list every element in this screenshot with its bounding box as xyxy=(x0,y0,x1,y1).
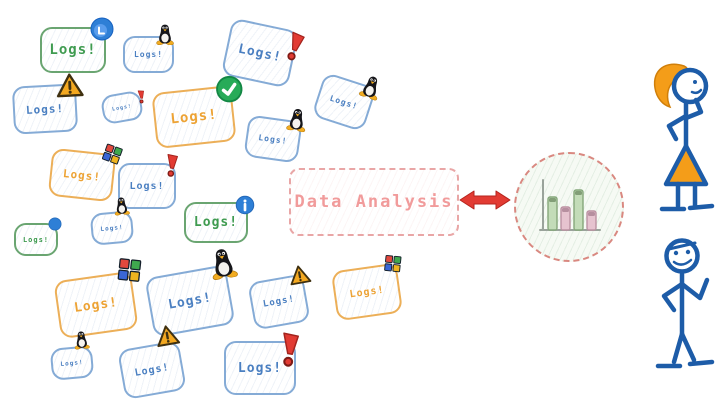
log-bubble: Logs! xyxy=(123,24,174,73)
log-bubble: Logs! xyxy=(40,17,114,73)
tux-icon xyxy=(156,24,174,46)
log-bubble-label: Logs! xyxy=(237,360,283,376)
tux-badge xyxy=(283,106,310,133)
tux-badge xyxy=(71,329,92,350)
log-bubble-label: Logs! xyxy=(262,294,296,310)
log-bubble-label: Logs! xyxy=(166,289,214,313)
log-bubble: Logs! xyxy=(151,75,243,150)
log-bubble: Logs! xyxy=(11,73,84,135)
exclaim-badge xyxy=(272,331,308,367)
warning-triangle-icon xyxy=(56,73,84,98)
check-badge xyxy=(214,74,245,105)
exclaim-badge xyxy=(133,88,149,104)
log-bubble-label: Logs! xyxy=(133,50,164,59)
log-bubble: Logs! xyxy=(118,154,178,209)
windows-badge xyxy=(115,255,144,284)
red-exclamation-icon xyxy=(283,332,299,367)
log-bubble: Logs! xyxy=(14,217,62,256)
tux-badge xyxy=(154,23,176,46)
letter-l-badge xyxy=(90,17,114,41)
log-bubble: Logs! xyxy=(330,254,404,322)
tux-badge xyxy=(111,195,132,216)
blue-dot-icon xyxy=(48,217,62,231)
warning-badge xyxy=(153,322,181,350)
data-analysis-label: Data Analysis xyxy=(294,192,454,212)
windows-logo-icon xyxy=(117,258,142,282)
tux-icon xyxy=(358,76,378,101)
woman-stick-figure xyxy=(640,60,716,216)
log-bubble: Logs! xyxy=(184,195,255,243)
bar-chart-icon xyxy=(539,179,601,231)
chart-circle xyxy=(514,152,624,262)
log-bubble: Logs! xyxy=(49,331,95,381)
log-bubble: Logs! xyxy=(220,17,305,89)
log-bubble-label: Logs! xyxy=(169,106,219,128)
log-bubble-label: Logs! xyxy=(49,42,97,58)
tux-badge xyxy=(204,244,241,281)
letter-l-badge-icon xyxy=(90,17,114,41)
warning-badge xyxy=(55,71,84,100)
red-exclamation-icon xyxy=(287,31,305,61)
log-bubble: Logs! xyxy=(311,71,378,133)
warning-triangle-icon xyxy=(157,325,181,348)
log-bubble-label: Logs! xyxy=(60,358,84,368)
log-bubble: Logs! xyxy=(224,332,299,395)
log-bubble-label: Logs! xyxy=(25,101,65,117)
exclaim-badge xyxy=(277,28,313,64)
tux-icon xyxy=(286,109,306,133)
warning-triangle-icon xyxy=(290,265,312,286)
windows-badge xyxy=(101,143,123,165)
log-bubble-label: Logs! xyxy=(73,294,119,316)
red-exclamation-icon xyxy=(137,90,144,104)
log-bubble: Logs! xyxy=(144,249,238,338)
data-analysis-box: Data Analysis xyxy=(289,168,459,236)
windows-logo-icon xyxy=(384,254,402,273)
log-bubble: Logs! xyxy=(99,89,145,126)
log-bubble: Logs! xyxy=(117,325,187,400)
log-bubble-label: Logs! xyxy=(348,284,386,300)
info-circle-icon xyxy=(235,195,255,215)
log-bubble-label: Logs! xyxy=(100,223,124,233)
skirt xyxy=(663,143,709,187)
tux-icon xyxy=(114,197,130,216)
info-badge xyxy=(235,195,255,215)
log-bubble: Logs! xyxy=(53,258,142,340)
log-bubble-label: Logs! xyxy=(62,166,102,184)
log-bubble: Logs! xyxy=(243,109,306,164)
check-circle-icon xyxy=(216,75,243,103)
log-bubble-label: Logs! xyxy=(111,102,133,113)
dot-badge xyxy=(48,217,62,231)
log-bubble-label: Logs! xyxy=(22,235,50,244)
man-stick-figure xyxy=(646,236,719,376)
log-bubble-label: Logs! xyxy=(193,215,239,230)
exclaim-badge xyxy=(160,153,184,177)
tux-icon xyxy=(74,331,90,350)
windows-logo-icon xyxy=(101,143,123,165)
log-bubble-label: Logs! xyxy=(236,41,284,65)
log-bubble-label: Logs! xyxy=(129,180,165,192)
log-bubble-label: Logs! xyxy=(328,93,360,111)
windows-badge xyxy=(382,253,403,274)
log-bubble: Logs! xyxy=(89,197,135,246)
tux-icon xyxy=(212,249,238,281)
log-bubble-label: Logs! xyxy=(257,132,289,146)
warning-badge xyxy=(287,262,312,287)
log-bubble: Logs! xyxy=(47,143,123,203)
log-bubble-label: Logs! xyxy=(133,361,171,379)
log-bubble: Logs! xyxy=(247,265,312,331)
double-arrow-icon xyxy=(457,187,513,213)
tux-badge xyxy=(356,71,386,101)
red-exclamation-icon xyxy=(167,154,178,177)
